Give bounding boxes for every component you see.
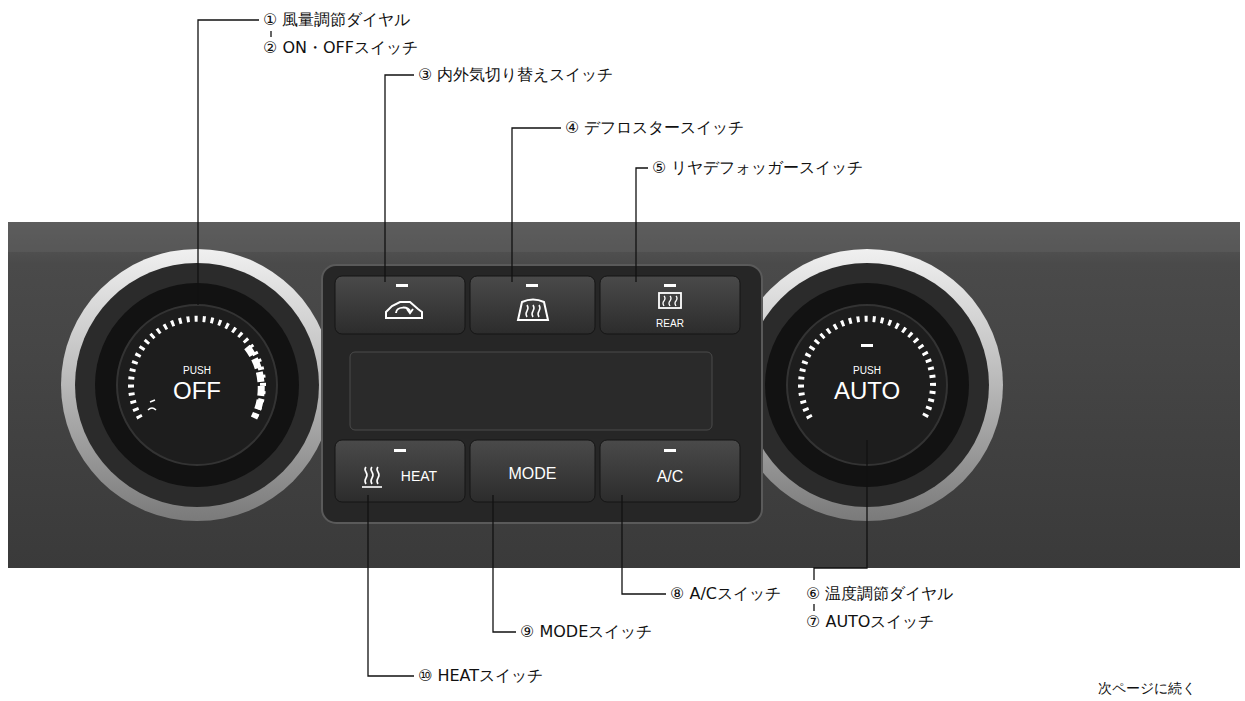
knob-caption: PUSH — [853, 365, 881, 376]
callout-label: ⑧ A/Cスイッチ — [670, 584, 781, 604]
callout-label: ① 風量調節ダイヤル — [263, 10, 410, 30]
left-dial-part — [75, 263, 319, 507]
recirculation-icon-part — [386, 302, 422, 318]
button-bezel-part — [470, 276, 595, 334]
right-dial-part — [801, 319, 933, 418]
leader-lines — [198, 20, 867, 676]
leader-lines-part — [385, 75, 414, 282]
right-dial-part — [861, 344, 873, 347]
indicator-lamps-part — [396, 284, 408, 287]
rear-defogger-button: REAR — [600, 276, 740, 334]
defroster-icon-part — [518, 300, 548, 321]
leader-lines-part — [368, 495, 414, 676]
leader-lines-part — [813, 604, 814, 611]
callout-label: ⑤ リヤデフォッガースイッチ — [652, 158, 863, 178]
rear-defogger-icon-part — [659, 293, 681, 308]
continued-note: 次ページに続く — [1098, 678, 1196, 698]
ac-button: A/C — [600, 440, 740, 502]
left-dial-part — [148, 400, 156, 410]
switch-text: MODE — [509, 465, 557, 483]
fan-dial-knob: PUSH OFF — [119, 307, 275, 463]
heat-icon-part — [362, 486, 382, 488]
leader-lines-part — [814, 440, 867, 580]
mode-button: MODE — [470, 440, 595, 502]
knob-caption: PUSH — [183, 365, 211, 376]
temperature-dial-knob: PUSH AUTO — [789, 307, 945, 463]
callout-label: ⑦ AUTOスイッチ — [806, 612, 934, 632]
button-bezel-part — [335, 276, 465, 334]
callout-label: ⑨ MODEスイッチ — [520, 622, 652, 642]
switch-text: A/C — [657, 468, 684, 486]
button-bezel-part — [335, 440, 465, 502]
button-bezel-part — [470, 440, 595, 502]
left-dial-part — [247, 347, 261, 418]
panel-body — [8, 222, 1240, 568]
switch-text: AUTO — [834, 378, 900, 404]
leader-lines-part — [270, 31, 271, 37]
left-dial-part — [131, 319, 263, 418]
heat-button: HEAT — [335, 440, 465, 502]
button-bezel-part — [322, 265, 762, 523]
leader-lines-part — [493, 495, 516, 632]
switch-text: REAR — [656, 318, 684, 329]
indicator-lamps-part — [664, 449, 676, 452]
defroster-icon — [518, 300, 548, 321]
left-dial — [61, 249, 333, 521]
heat-icon-part — [365, 467, 379, 484]
recirculation-icon-part — [407, 309, 413, 313]
heat-icon — [362, 467, 382, 487]
callout-label: ⑩ HEATスイッチ — [418, 666, 543, 686]
defroster-icon-part — [526, 305, 540, 317]
switch-text: HEAT — [401, 469, 437, 484]
button-bezel — [322, 265, 762, 523]
button-bezel-part — [600, 440, 740, 502]
leader-lines-part — [622, 495, 666, 594]
button-bezel-part — [600, 276, 740, 334]
indicator-lamps-part — [526, 284, 538, 287]
recirculation-icon — [386, 302, 422, 318]
callout-label: ② ON・OFFスイッチ — [263, 38, 418, 58]
indicator-lamps-part — [394, 449, 406, 452]
indicator-lamps — [394, 284, 676, 452]
button-bezel-part — [350, 352, 712, 430]
panel-body-part — [8, 222, 1240, 252]
rear-defogger-icon-part — [663, 296, 677, 306]
leader-lines-part — [198, 20, 259, 305]
switch-text: OFF — [173, 378, 221, 404]
leader-lines-part — [636, 168, 648, 282]
rear-defogger-icon — [659, 293, 681, 308]
callout-label: ④ デフロスタースイッチ — [565, 118, 744, 138]
callout-label: ⑥ 温度調節ダイヤル — [806, 584, 953, 604]
left-dial-part — [117, 305, 277, 465]
indicator-lamps-part — [664, 284, 676, 287]
panel-body-part — [8, 222, 1240, 568]
left-dial-part — [95, 283, 299, 487]
left-dial-part — [61, 249, 333, 521]
leader-lines-part — [512, 128, 561, 282]
callout-label: ③ 内外気切り替えスイッチ — [418, 65, 613, 85]
